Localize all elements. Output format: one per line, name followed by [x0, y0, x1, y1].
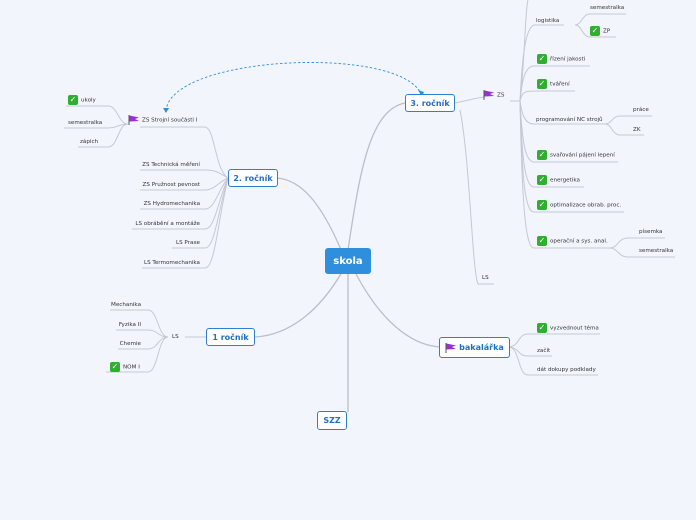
ukoly-label: ukoly	[81, 97, 96, 104]
praxe-item[interactable]: LS Praxe	[175, 240, 200, 246]
check-icon: ✓	[537, 54, 547, 64]
semestralka-item[interactable]: semestralka	[68, 120, 103, 126]
logistika-item[interactable]: logistika	[536, 18, 560, 24]
check-icon: ✓	[590, 26, 600, 36]
obrabeni-montaze-item[interactable]: LS obrábění a montáže	[135, 221, 200, 227]
technicka-mereni-item[interactable]: ZS Technická měření	[142, 162, 200, 168]
operacni-item[interactable]: ✓operační a sys. anal.	[537, 236, 608, 246]
check-icon: ✓	[537, 323, 547, 333]
check-icon: ✓	[537, 236, 547, 246]
hydromechanika-item[interactable]: ZS Hydromechanika	[143, 201, 200, 207]
op-pisemka-item[interactable]: písemka	[639, 229, 663, 235]
zacit-item[interactable]: začít	[537, 348, 551, 354]
check-icon: ✓	[537, 150, 547, 160]
tvareni-item[interactable]: ✓tváření	[537, 79, 570, 89]
energetika-item[interactable]: ✓energetika	[537, 175, 580, 185]
op-semestralka-item[interactable]: semestralka	[639, 248, 674, 254]
logistika-zp-item[interactable]: ✓ZP	[590, 26, 610, 36]
flag-icon	[128, 115, 140, 125]
optimalizace-item[interactable]: ✓optimalizace obrab. proc.	[537, 200, 621, 210]
optimalizace-label: optimalizace obrab. proc.	[550, 202, 622, 209]
rizeni-jakosti-item[interactable]: ✓řízení jakosti	[537, 54, 585, 64]
zs-branch[interactable]: ZS	[483, 90, 504, 100]
pruznost-pevnost-item[interactable]: ZS Pružnost pevnost	[142, 182, 200, 188]
nom-item[interactable]: ✓NOM I	[110, 362, 140, 372]
dat-dokupy-item[interactable]: dát dokupy podklady	[537, 367, 596, 373]
flag-icon	[445, 342, 457, 353]
ls-1-branch[interactable]: LS	[172, 334, 179, 340]
check-icon: ✓	[537, 79, 547, 89]
check-icon: ✓	[537, 200, 547, 210]
node-2-rocnik[interactable]: 2. ročník	[228, 169, 278, 187]
check-icon: ✓	[110, 362, 120, 372]
node-bakalarka[interactable]: bakalářka	[439, 337, 510, 358]
energetika-label: energetika	[550, 177, 580, 184]
termomechanika-item[interactable]: LS Termomechanika	[143, 260, 200, 266]
zp-label: ZP	[603, 28, 611, 35]
nc-item[interactable]: programování NC strojů	[536, 117, 603, 123]
check-icon: ✓	[68, 95, 78, 105]
tvareni-label: tváření	[550, 81, 570, 88]
vyzvednout-label: vyzvednout téma	[550, 325, 599, 332]
strojni-label: ZS Strojní součásti I	[142, 117, 198, 124]
svarovani-item[interactable]: ✓svařování pájení lepení	[537, 150, 615, 160]
nc-zk-item[interactable]: ZK	[633, 127, 641, 133]
fyzika-item[interactable]: Fyzika II	[118, 322, 141, 328]
operacni-label: operační a sys. anal.	[550, 238, 608, 245]
node-1-rocnik[interactable]: 1 ročník	[206, 328, 255, 346]
ls-branch[interactable]: LS	[482, 275, 489, 281]
node-3-rocnik[interactable]: 3. ročník	[405, 94, 455, 112]
mechanika-item[interactable]: Mechanika	[111, 302, 141, 308]
strojni-soucasti-item[interactable]: ZS Strojní součásti I	[128, 115, 197, 125]
check-icon: ✓	[537, 175, 547, 185]
node-bakalarka-label: bakalářka	[459, 343, 504, 352]
flag-icon	[483, 90, 495, 100]
logistika-semestralka-item[interactable]: semestralka	[590, 5, 625, 11]
root-node[interactable]: skola	[325, 248, 371, 274]
chemie-item[interactable]: Chemie	[119, 341, 141, 347]
ukoly-item[interactable]: ✓ukoly	[68, 95, 96, 105]
svarovani-label: svařování pájení lepení	[550, 152, 615, 159]
vyzvednout-tema-item[interactable]: ✓vyzvednout téma	[537, 323, 599, 333]
zs-label: ZS	[497, 92, 505, 99]
node-szz[interactable]: SZZ	[317, 411, 347, 430]
zapich-item[interactable]: zápich	[80, 139, 99, 145]
rizeni-label: řízení jakosti	[550, 56, 586, 63]
nom-label: NOM I	[123, 364, 140, 371]
nc-prace-item[interactable]: práce	[633, 107, 649, 113]
